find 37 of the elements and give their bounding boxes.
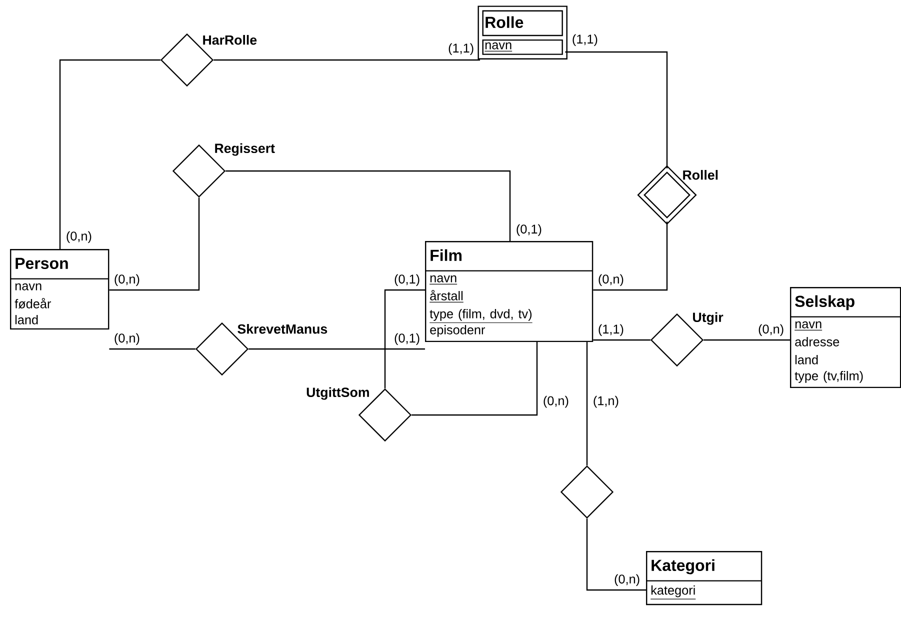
connector-line [412, 342, 538, 416]
connector-line [565, 51, 668, 168]
connector-line [214, 59, 480, 61]
node-label: SkrevetManus [238, 324, 328, 334]
cardinality-label: (0,1) [516, 224, 542, 236]
connector-line [384, 289, 425, 388]
cardinality-label: (0,1) [394, 333, 420, 346]
connector-line [586, 342, 588, 466]
connector-line [593, 339, 650, 341]
entity-box: Person navn fødeår land [10, 249, 110, 330]
node-label: HarRolle [203, 34, 257, 45]
cardinality-label: (0,n) [758, 324, 784, 336]
cardinality-label: (1,1) [448, 43, 474, 56]
cardinality-label: (0,n) [66, 231, 92, 244]
connector-line [109, 198, 200, 291]
connector-line [593, 222, 668, 291]
entity-box: Film navn årstall type (film, dvd, tv) episodenr [425, 241, 594, 342]
cardinality-label: (0,n) [614, 574, 640, 586]
connector-line [59, 59, 160, 249]
entity-box: Rolle navn [478, 6, 568, 60]
cardinality-label: (0,n) [114, 274, 140, 286]
cardinality-label: (1,n) [594, 396, 618, 408]
node-label: UtgittSom [306, 387, 369, 400]
cardinality-label: (0,n) [544, 396, 568, 408]
cardinality-label: (0,n) [114, 333, 140, 346]
connector-line [586, 518, 646, 591]
cardinality-label: (1,1) [572, 34, 598, 46]
entity-box: Selskap navn adresse land type (tv,film) [790, 287, 901, 388]
cardinality-label: (0,1) [394, 274, 420, 286]
connector-line [226, 170, 511, 241]
connector-line [109, 348, 196, 350]
cardinality-label: (1,1) [598, 324, 624, 336]
node-label: Regissert [215, 143, 275, 156]
connector-line [248, 348, 425, 350]
cardinality-label: (0,n) [598, 274, 624, 286]
entity-box: Kategori kategori [646, 551, 762, 606]
connector-line [704, 339, 790, 341]
